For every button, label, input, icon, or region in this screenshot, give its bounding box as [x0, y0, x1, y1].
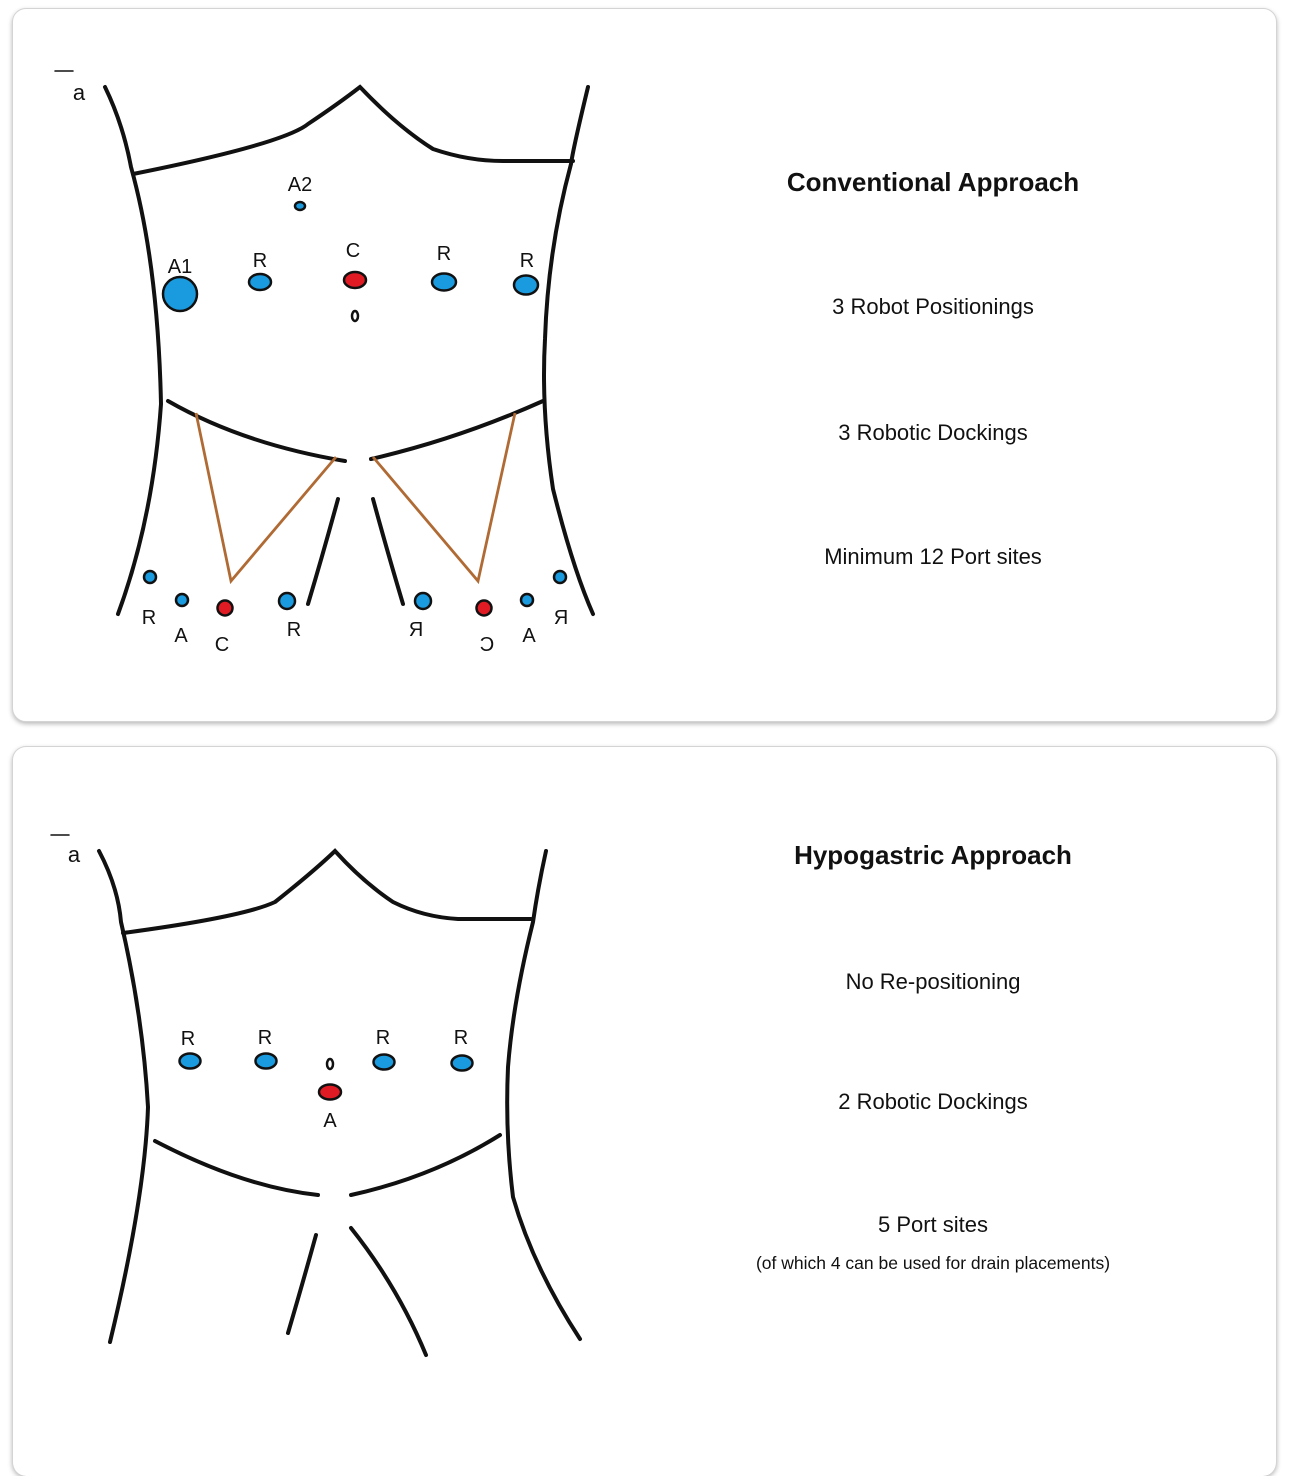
label-upper-r1: R: [253, 250, 267, 272]
left-port-triangle: [194, 412, 338, 585]
port-a1: [161, 275, 199, 313]
port-r2: [254, 1052, 278, 1070]
costal-margin-line: [131, 84, 575, 176]
right-flank-line: [542, 85, 595, 616]
label-right-r1: R: [409, 619, 423, 641]
port-upper-c: [342, 270, 368, 290]
port-r1: [178, 1052, 202, 1070]
label-r1: R: [181, 1028, 195, 1050]
umbilicus-marker: [325, 1057, 335, 1071]
label-r3: R: [376, 1027, 390, 1049]
conventional-title: Conventional Approach: [786, 167, 1080, 197]
port-sites: [142, 200, 568, 617]
port-left-r1: [142, 569, 158, 585]
hypogastric-approach-panel: a R R R R A Hypogastric Approach No Re-p…: [12, 746, 1277, 1476]
conventional-feature-dockings: 3 Robotic Dockings: [838, 420, 1028, 445]
port-right-a: [519, 592, 535, 608]
label-a1: A1: [168, 256, 192, 278]
label-right-a: A: [522, 625, 536, 647]
hypogastric-torso-diagram: a R R R R A: [50, 834, 582, 1357]
right-inner-thigh-line: [349, 1226, 428, 1357]
label-a: A: [323, 1110, 337, 1132]
port-left-c: [216, 599, 234, 617]
left-inner-thigh-line: [286, 1233, 318, 1335]
right-inguinal-line: [349, 1133, 502, 1197]
port-r4: [450, 1054, 474, 1072]
right-port-triangle: [371, 412, 517, 585]
left-flank-line: [103, 85, 164, 616]
left-inner-thigh-line: [306, 497, 340, 606]
port-r3: [372, 1053, 396, 1071]
right-inguinal-line: [369, 399, 545, 461]
port-left-r2: [277, 591, 297, 611]
left-inguinal-line: [166, 399, 347, 463]
hypogastric-drain-note: (of which 4 can be used for drain placem…: [755, 1253, 1111, 1273]
port-triangles: [194, 412, 517, 585]
left-flank-line: [97, 849, 151, 1344]
label-left-r1: R: [142, 607, 156, 629]
port-upper-r3: [512, 274, 540, 296]
label-upper-r3: R: [520, 250, 534, 272]
conventional-approach-panel: a A2 A1 R C R R R A C R R C A R Conventi…: [12, 8, 1277, 722]
port-left-a: [174, 592, 190, 608]
label-left-r2: R: [287, 619, 301, 641]
label-r4: R: [454, 1027, 468, 1049]
conventional-feature-positionings: 3 Robot Positionings: [832, 294, 1034, 319]
torso-outline: [50, 834, 582, 1357]
left-inguinal-line: [153, 1139, 320, 1197]
umbilicus-marker: [350, 309, 360, 323]
port-right-r1: [413, 591, 433, 611]
hypogastric-feature-port-sites: 5 Port sites: [877, 1212, 989, 1237]
port-a2: [293, 200, 307, 212]
conventional-torso-diagram: a A2 A1 R C R R R A C R R C A R: [54, 70, 595, 656]
label-right-c: C: [480, 634, 494, 656]
label-left-a: A: [174, 625, 188, 647]
port-a: [317, 1083, 343, 1101]
figure-label: a: [68, 842, 81, 867]
port-upper-r1: [247, 272, 273, 292]
label-left-c: C: [215, 634, 229, 656]
costal-margin-line: [121, 848, 533, 935]
hypogastric-feature-repositioning: No Re-positioning: [845, 969, 1021, 994]
port-upper-r2: [430, 272, 458, 292]
figure-label: a: [73, 80, 86, 105]
right-inner-thigh-line: [371, 497, 405, 606]
port-labels: a R R R R A: [68, 842, 468, 1132]
label-upper-r2: R: [437, 243, 451, 265]
label-upper-c: C: [346, 240, 360, 262]
port-right-r2: [552, 569, 568, 585]
torso-outline: [54, 70, 595, 616]
label-right-r2: R: [554, 607, 568, 629]
hypogastric-title: Hypogastric Approach: [794, 840, 1072, 870]
label-a2: A2: [288, 174, 312, 196]
conventional-feature-port-sites: Minimum 12 Port sites: [824, 544, 1042, 569]
port-right-c: [475, 599, 493, 617]
port-labels: a A2 A1 R C R R R A C R R C A R: [73, 80, 568, 656]
right-flank-line: [505, 849, 582, 1341]
port-sites: [178, 1052, 474, 1101]
hypogastric-feature-dockings: 2 Robotic Dockings: [838, 1089, 1028, 1114]
label-r2: R: [258, 1027, 272, 1049]
